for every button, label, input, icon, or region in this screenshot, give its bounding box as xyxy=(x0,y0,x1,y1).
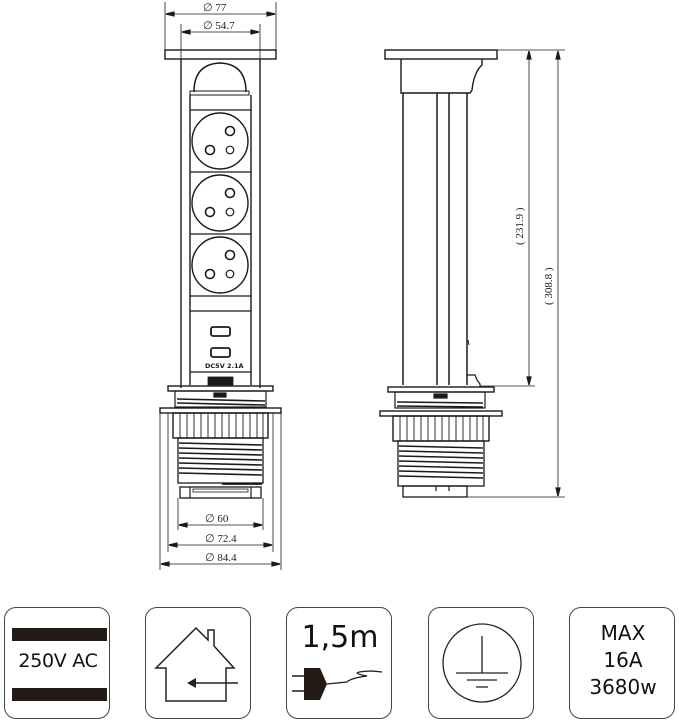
dim-bottom-84-label: ∅ 84.4 xyxy=(205,552,237,564)
ground-icon-box xyxy=(428,607,534,719)
socket-1 xyxy=(191,112,249,170)
dim-total-height xyxy=(467,50,565,498)
dim-bottom-60-label: ∅ 60 xyxy=(205,513,229,525)
dim-bottom-72-label: ∅ 72.4 xyxy=(205,533,237,545)
dim-top-outer-label: ∅ 77 xyxy=(203,2,227,14)
max-power-label: MAX 16A 3680w xyxy=(570,620,676,701)
cable-length-icon-box: 1,5m xyxy=(286,607,392,719)
dim-inner-height-label: ( 231.9 ) xyxy=(514,207,526,245)
usb-ports xyxy=(210,326,231,358)
arrow-left-icon xyxy=(187,678,196,688)
voltage-icon-box: 250V AC xyxy=(4,607,110,719)
wattage-label: 3680w xyxy=(589,675,657,699)
dim-top-inner xyxy=(180,24,261,90)
max-power-icon-box: MAX 16A 3680w xyxy=(569,607,675,719)
dim-top-outer xyxy=(164,2,277,52)
dim-top-inner-label: ∅ 54.7 xyxy=(203,20,235,32)
voltage-bar-top xyxy=(12,628,107,641)
socket-3 xyxy=(191,236,249,294)
indoor-use-icon-box xyxy=(145,607,251,719)
socket-2 xyxy=(191,174,249,232)
max-label: MAX xyxy=(600,621,646,645)
usb-spec-label: DC5V 2.1A xyxy=(205,362,244,370)
dim-bottom-60 xyxy=(177,498,264,530)
voltage-label: 250V AC xyxy=(18,650,98,672)
dim-bottom-72 xyxy=(167,413,274,552)
current-label: 16A xyxy=(603,648,643,672)
voltage-bar-bottom xyxy=(12,688,107,701)
cable-length-label: 1,5m xyxy=(301,620,379,655)
plug-icon xyxy=(292,668,383,700)
dim-inner-height xyxy=(480,49,565,387)
dim-total-height-label: ( 308.8 ) xyxy=(543,267,555,305)
house-icon xyxy=(154,626,238,702)
dim-bottom-84 xyxy=(159,413,282,570)
technical-drawing: ∅ 77 ∅ 54.7 DC5V 2.1A ∅ 60 ∅ 72.4 ∅ 84.4… xyxy=(159,2,565,570)
ground-icon xyxy=(442,623,522,703)
